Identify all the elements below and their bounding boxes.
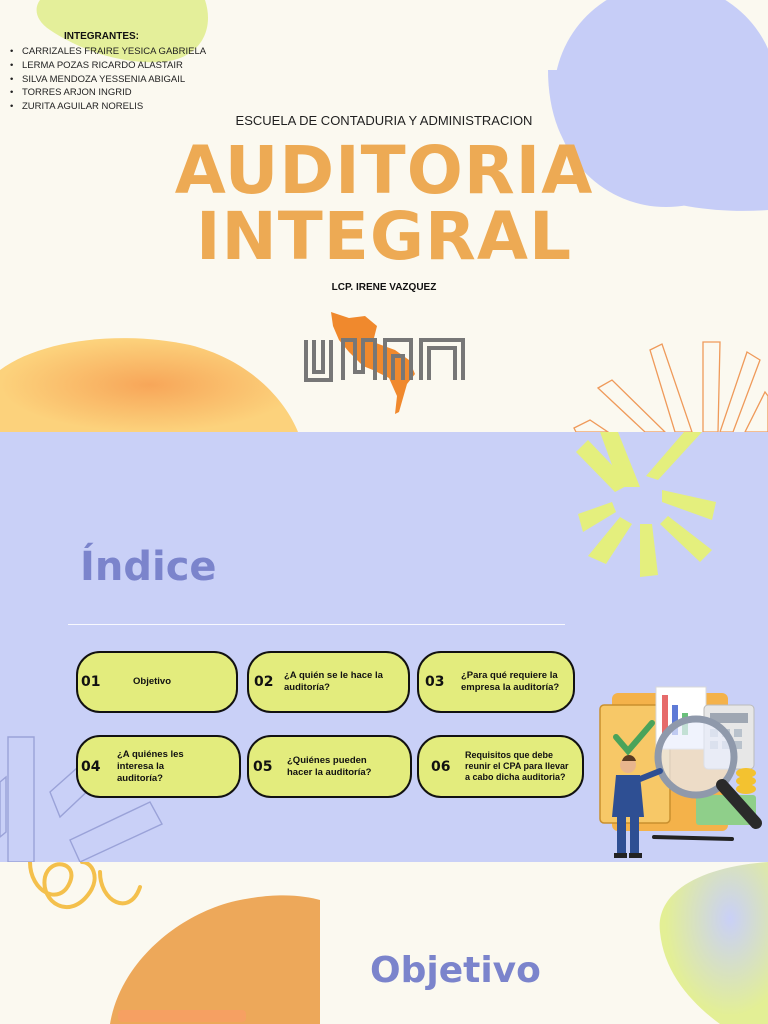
objective-slide: Objetivo [0,862,768,1024]
member-item: LERMA POZAS RICARDO ALASTAIR [10,59,206,73]
index-item-number: 02 [254,674,274,690]
lime-sunburst-shape [576,432,716,577]
cover-decoration [0,0,768,432]
index-item-03[interactable]: 03 ¿Para qué requiere la empresa la audi… [417,651,575,713]
orange-bar-shape [118,1010,246,1022]
member-item: TORRES ARJON INGRID [10,86,206,100]
member-item: SILVA MENDOZA YESSENIA ABIGAIL [10,73,206,87]
index-item-05[interactable]: 05 ¿Quiénes pueden hacer la auditoría? [247,735,412,798]
cover-slide: INTEGRANTES: CARRIZALES FRAIRE YESICA GA… [0,0,768,432]
index-item-02[interactable]: 02 ¿A quién se le hace la auditoría? [247,651,410,713]
main-title-line1: AUDITORIA [174,132,594,209]
check-mark-icon [613,720,655,756]
index-item-text: Requisitos que debe reunir el CPA para l… [465,750,569,782]
index-item-number: 06 [431,758,451,775]
index-item-text: ¿Para qué requiere la empresa la auditor… [461,670,560,693]
index-divider [68,624,565,625]
members-heading: INTEGRANTES: [64,31,139,42]
school-name: ESCUELA DE CONTADURIA Y ADMINISTRACION [235,113,533,128]
index-item-number: 01 [81,674,101,690]
member-item: CARRIZALES FRAIRE YESICA GABRIELA [10,45,206,59]
index-title: Índice [80,544,217,590]
member-item: ZURITA AGUILAR NORELIS [10,100,206,114]
magnifier-icon [654,715,738,799]
orange-semicircle-shape [0,338,298,432]
objective-decoration [28,862,768,1024]
index-item-01[interactable]: 01 Objetivo [76,651,238,713]
sunburst-outline-shape [573,341,768,432]
index-slide: Índice 01 Objetivo 02 ¿A quién se le hac… [0,432,768,862]
index-item-number: 03 [425,674,445,690]
main-title: AUDITORIA INTEGRAL [0,138,768,270]
orange-dome-shape [110,895,320,1024]
teacher-name: LCP. IRENE VAZQUEZ [331,282,437,293]
index-item-text: ¿Quiénes pueden hacer la auditoría? [287,754,372,778]
index-decoration [0,432,762,862]
index-item-number: 05 [253,758,273,775]
index-item-number: 04 [81,758,101,775]
objective-title: Objetivo [370,950,541,991]
university-logo [304,312,465,414]
lime-blob-shape [659,862,768,1024]
index-item-06[interactable]: 06 Requisitos que debe reunir el CPA par… [417,735,584,798]
index-item-text: Objetivo [133,676,172,687]
members-list: CARRIZALES FRAIRE YESICA GABRIELA LERMA … [10,45,206,114]
audit-illustration [599,686,762,858]
index-item-text: ¿A quiénes les interesa la auditoría? [117,748,184,784]
spiral-line-shape [28,862,142,909]
businessman-figure [612,755,663,858]
main-title-line2: INTEGRAL [195,198,573,275]
index-item-04[interactable]: 04 ¿A quiénes les interesa la auditoría? [76,735,241,798]
index-item-text: ¿A quién se le hace la auditoría? [284,670,383,693]
lavender-blob-shape [548,70,768,211]
